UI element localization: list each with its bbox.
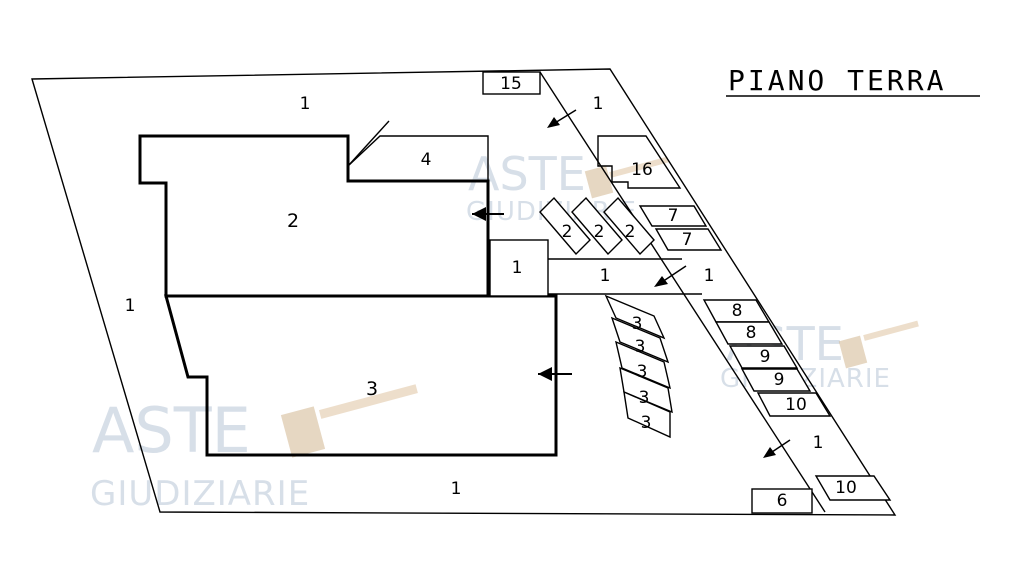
entrance-arrow-icon (538, 367, 572, 381)
ramp-label: 1 (704, 266, 715, 286)
gavel-icon (280, 384, 418, 458)
plan-title: PIANO TERRA (726, 64, 980, 97)
stall-9 (740, 368, 812, 392)
stall-3-label: 3 (639, 388, 650, 408)
stall-7-label: 7 (668, 206, 679, 226)
stall-7 (654, 228, 723, 251)
unit-2-label: 2 (287, 210, 299, 232)
stall-9-label: 9 (760, 347, 771, 367)
corridor-label: 1 (600, 266, 611, 286)
stall-8-label: 8 (746, 323, 757, 343)
watermark-bottom-left: ASTE GIUDIZIARIE (90, 384, 418, 514)
watermark-text: GIUDIZIARIE (90, 474, 310, 514)
stall-2 (539, 196, 591, 256)
stall-2-label: 2 (625, 222, 636, 242)
stall-7 (638, 205, 708, 227)
stall-3-label: 3 (641, 413, 652, 433)
small-room (489, 239, 549, 297)
stall-9-label: 9 (774, 370, 785, 390)
unit-4 (347, 135, 489, 181)
watermark-text: ASTE (468, 147, 586, 201)
stall-3-label: 3 (632, 314, 643, 334)
stall-7-label: 7 (682, 230, 693, 250)
yard-label: 1 (300, 94, 311, 114)
stall-3 (619, 366, 673, 414)
stall-9 (728, 345, 799, 369)
ramp-label: 1 (593, 94, 604, 114)
stall-6 (751, 488, 813, 514)
stall-8 (714, 321, 784, 345)
gavel-icon (838, 320, 919, 369)
yard-label: 1 (451, 479, 462, 499)
unit-2-building (138, 134, 490, 298)
stall-10 (814, 475, 892, 501)
stall-3-label: 3 (635, 337, 646, 357)
lot-boundary (31, 68, 897, 516)
direction-arrow-icon (763, 439, 791, 458)
unit-15-label: 15 (500, 74, 522, 94)
stall-2-label: 2 (594, 222, 605, 242)
ramp-label: 1 (813, 433, 824, 453)
unit-4-label: 4 (421, 150, 432, 170)
unit-16 (597, 135, 682, 189)
unit-15 (482, 71, 541, 95)
stall-2 (571, 196, 623, 256)
small-room-label: 1 (512, 258, 523, 278)
stall-8-label: 8 (732, 301, 743, 321)
stall-10 (756, 392, 832, 417)
stall-6-label: 6 (777, 491, 788, 511)
parking-stalls-2: 2 2 2 (539, 196, 655, 256)
stall-3 (604, 294, 666, 340)
direction-arrow-icon (547, 109, 577, 128)
stall-2-label: 2 (562, 222, 573, 242)
unit-3-label: 3 (366, 378, 378, 400)
page-title: PIANO TERRA (728, 64, 946, 97)
direction-arrow-icon (654, 265, 687, 287)
stall-3 (615, 340, 671, 390)
unit-3-building (164, 294, 558, 457)
stall-3 (623, 390, 671, 439)
corridor (548, 258, 702, 295)
stall-10-label: 10 (835, 478, 857, 498)
unit-16-label: 16 (631, 160, 653, 180)
parking-stalls-3: 3 3 3 3 3 (604, 294, 673, 439)
stall-3 (610, 316, 670, 364)
stall-2 (603, 196, 655, 256)
stall-3-label: 3 (637, 362, 648, 382)
yard-label: 1 (125, 296, 136, 316)
stall-10-label: 10 (785, 395, 807, 415)
entrance-arrow-icon (472, 207, 504, 221)
ramp-edge (539, 71, 826, 513)
